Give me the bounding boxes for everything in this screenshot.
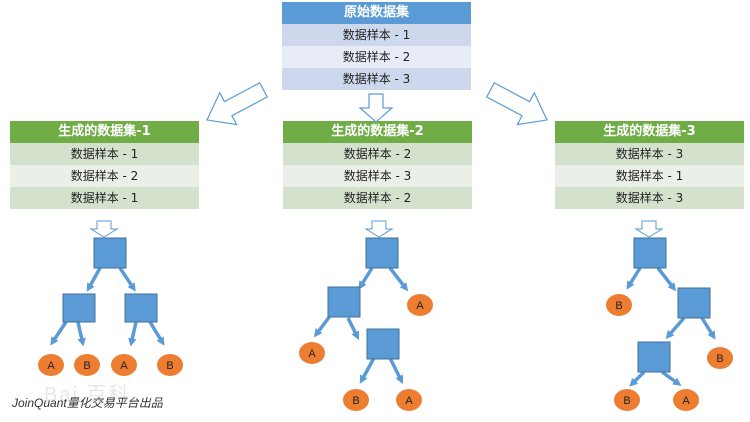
original-dataset-title: 原始数据集 (282, 2, 471, 24)
original-row-1: 数据样本 - 1 (282, 24, 471, 46)
leaf-label: A (682, 395, 690, 407)
bootstrap-arrow-left (206, 82, 269, 126)
bootstrap-arrow-right (485, 82, 548, 126)
edge (118, 267, 136, 292)
edge (346, 317, 360, 341)
generated-3-row-1: 数据样本 - 3 (555, 143, 744, 165)
edge (313, 314, 332, 338)
edge (656, 266, 677, 292)
generated-2-row-1: 数据样本 - 2 (283, 143, 472, 165)
leaf-label: B (83, 360, 90, 372)
generated-1-row-1: 数据样本 - 1 (10, 143, 199, 165)
edge (50, 321, 68, 346)
tree-2-input-arrow (364, 220, 394, 238)
generated-3-row-2: 数据样本 - 1 (555, 165, 744, 187)
generated-2-row-3: 数据样本 - 2 (283, 187, 472, 209)
tree-node (637, 341, 671, 373)
edge (86, 267, 102, 292)
leaf-node (299, 342, 325, 364)
leaf-label: B (623, 395, 630, 407)
edge (629, 370, 646, 387)
tree-node (366, 328, 400, 360)
tree-node (327, 286, 361, 318)
edge (359, 357, 376, 384)
leaf-node (157, 354, 183, 376)
generated-dataset-2-title: 生成的数据集-2 (283, 121, 472, 143)
leaf-label: A (416, 300, 424, 312)
leaf-label: A (120, 360, 128, 372)
leaf-node (38, 354, 64, 376)
watermark: Bai 百科 (44, 384, 131, 406)
leaf-node (707, 347, 733, 369)
generated-dataset-3-title: 生成的数据集-3 (555, 121, 744, 143)
leaf-label: B (615, 300, 622, 312)
edge (700, 317, 716, 340)
tree-node (677, 287, 711, 319)
decision-tree-1: A B A B (38, 237, 183, 376)
generated-dataset-3-table: 生成的数据集-3 数据样本 - 3 数据样本 - 1 数据样本 - 3 (555, 121, 744, 209)
tree-node (62, 293, 96, 323)
leaf-label: B (716, 353, 723, 365)
leaf-label: B (352, 395, 359, 407)
footer-credit: JoinQuant量化交易平台出品 (12, 396, 163, 410)
edge (388, 266, 409, 292)
generated-dataset-2-table: 生成的数据集-2 数据样本 - 2 数据样本 - 3 数据样本 - 2 (283, 121, 472, 209)
leaf-node (111, 354, 137, 376)
leaf-node (407, 294, 433, 316)
generated-dataset-1-title: 生成的数据集-1 (10, 121, 199, 143)
edge (388, 357, 404, 385)
leaf-node (673, 389, 699, 411)
leaf-node (606, 294, 632, 316)
tree-node (93, 237, 127, 269)
tree-node (633, 237, 667, 269)
tree-1-input-arrow (89, 220, 119, 238)
leaf-label: A (405, 395, 413, 407)
tree-node (365, 237, 399, 269)
leaf-node (396, 389, 422, 411)
original-row-3: 数据样本 - 3 (282, 68, 471, 90)
edge (358, 267, 374, 290)
generated-dataset-1-table: 生成的数据集-1 数据样本 - 1 数据样本 - 2 数据样本 - 1 (10, 121, 199, 209)
edge (626, 267, 642, 290)
edge (660, 370, 682, 386)
generated-2-row-2: 数据样本 - 3 (283, 165, 472, 187)
original-row-2: 数据样本 - 2 (282, 46, 471, 68)
decision-tree-2: A A B A (299, 237, 433, 411)
original-dataset-table: 原始数据集 数据样本 - 1 数据样本 - 2 数据样本 - 3 (282, 2, 471, 90)
decision-tree-3: B B B A (606, 237, 733, 411)
leaf-label: A (47, 360, 55, 372)
edge (128, 321, 138, 347)
leaf-node (343, 389, 369, 411)
bootstrap-arrow-center (358, 93, 394, 123)
tree-3-input-arrow (634, 220, 664, 238)
leaf-label: B (166, 360, 173, 372)
leaf-node (614, 389, 640, 411)
generated-3-row-3: 数据样本 - 3 (555, 187, 744, 209)
edge (665, 316, 686, 340)
leaf-node (74, 354, 100, 376)
generated-1-row-3: 数据样本 - 1 (10, 187, 199, 209)
leaf-label: A (308, 348, 316, 360)
generated-1-row-2: 数据样本 - 2 (10, 165, 199, 187)
edge (148, 321, 165, 346)
tree-node (124, 293, 158, 323)
edge (76, 321, 86, 347)
